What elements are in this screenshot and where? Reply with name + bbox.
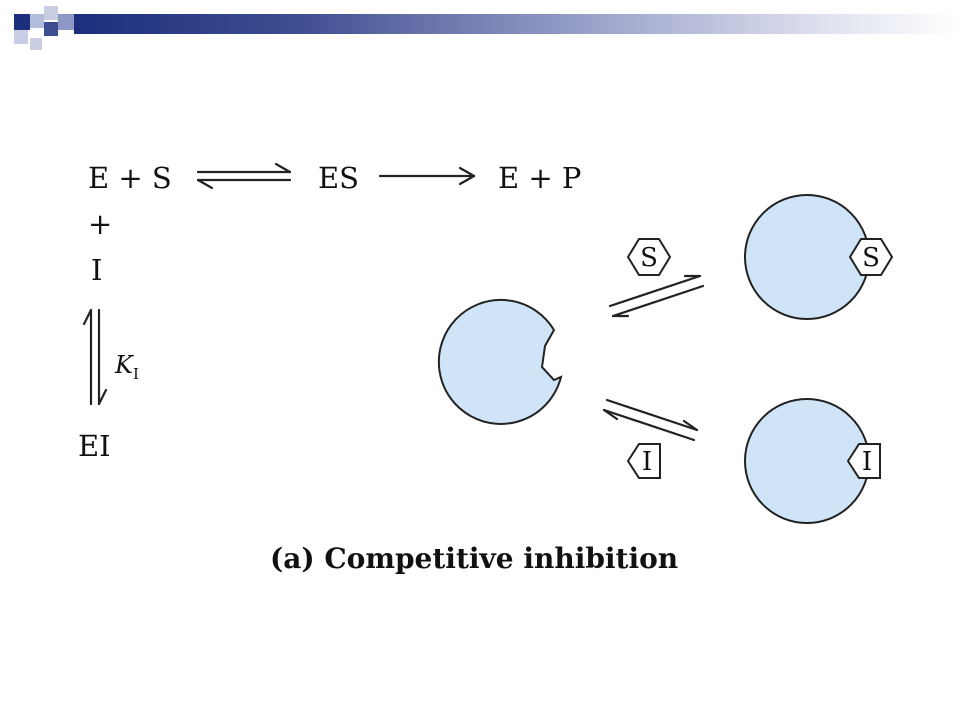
equilibrium-arrow-substrate (608, 274, 705, 318)
scheme-constant: KI (115, 353, 139, 382)
scheme-complex: ES (318, 161, 360, 195)
title-gradient-bar (74, 14, 960, 34)
decor-square-mid-1 (58, 14, 74, 30)
equilibrium-arrow-es (196, 162, 292, 190)
product-arrow (378, 166, 476, 186)
free-substrate-hexagon (626, 238, 672, 276)
equilibrium-arrow-ei (82, 308, 108, 406)
bound-substrate-hexagon (848, 238, 894, 276)
decor-square-light-1 (30, 14, 44, 28)
constant-symbol: K (115, 351, 133, 379)
scheme-inhibitor-complex: EI (78, 429, 111, 463)
free-enzyme-shape (437, 298, 563, 425)
decor-square-dark-1 (14, 14, 30, 30)
bound-inhibitor-shape (846, 443, 881, 479)
scheme-inhibitor: I (91, 253, 103, 287)
scheme-reactants: E + S (88, 161, 172, 195)
decor-square-dark-2 (44, 22, 58, 36)
constant-subscript: I (132, 364, 139, 383)
decor-square-light-4 (30, 38, 42, 50)
decor-square-light-2 (44, 6, 58, 20)
scheme-products: E + P (498, 161, 582, 195)
bound-substrate-label: S (862, 243, 880, 273)
free-inhibitor-shape (626, 443, 661, 479)
decor-square-light-3 (14, 30, 28, 44)
scheme-plus: + (88, 207, 113, 241)
free-inhibitor-label: I (642, 447, 652, 477)
equilibrium-arrow-inhibitor (602, 398, 699, 442)
bound-inhibitor-label: I (862, 447, 872, 477)
figure-caption: (a) Competitive inhibition (270, 542, 679, 575)
free-substrate-label: S (640, 243, 658, 273)
